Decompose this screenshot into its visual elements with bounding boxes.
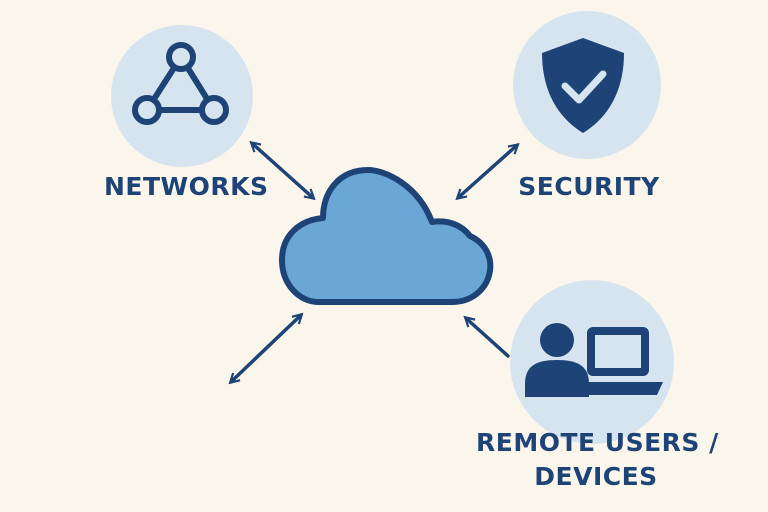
remote-node [510, 280, 674, 444]
remote-users-label-line1: REMOTE USERS / [476, 428, 719, 457]
networks-label: NETWORKS [104, 172, 269, 201]
security-node [513, 11, 661, 159]
cloud-icon [279, 167, 494, 305]
arrow-bottom-left [233, 317, 299, 380]
remote-users-label: REMOTE USERS / DEVICES [476, 426, 719, 494]
arrow-networks [254, 145, 311, 196]
arrow-remote [468, 320, 510, 358]
networks-circle [111, 25, 253, 167]
connector-arrows [233, 145, 515, 380]
security-label: SECURITY [518, 172, 660, 201]
network-graph-icon [132, 42, 229, 125]
arrow-security [460, 147, 515, 196]
user-laptop-icon [525, 323, 663, 397]
networks-node [111, 25, 253, 167]
remote-users-label-line2: DEVICES [534, 462, 658, 491]
shield-check-icon [542, 38, 624, 133]
